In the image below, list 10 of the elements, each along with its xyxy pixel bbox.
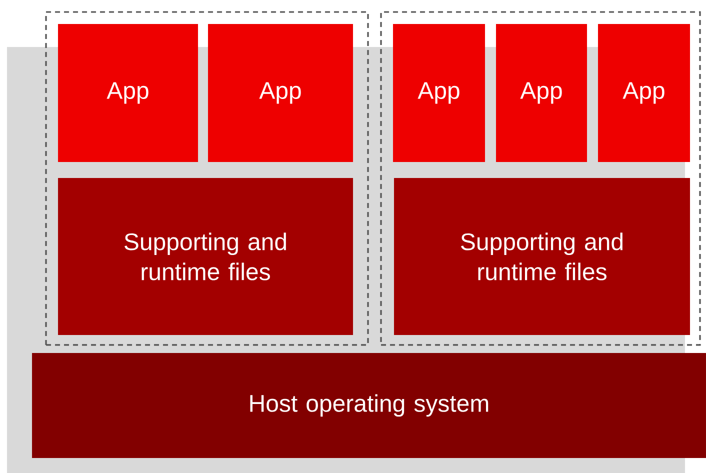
app-box: App bbox=[598, 24, 690, 162]
runtime-files-box: Supporting and runtime files bbox=[394, 178, 690, 335]
app-box: App bbox=[58, 24, 198, 162]
dashed-container bbox=[380, 11, 701, 346]
app-box: App bbox=[496, 24, 587, 162]
app-box: App bbox=[208, 24, 353, 162]
os-box: Host operating system bbox=[32, 352, 706, 458]
app-box: App bbox=[393, 24, 485, 162]
runtime-files-box: Supporting and runtime files bbox=[58, 178, 353, 335]
dashed-container bbox=[45, 11, 369, 346]
